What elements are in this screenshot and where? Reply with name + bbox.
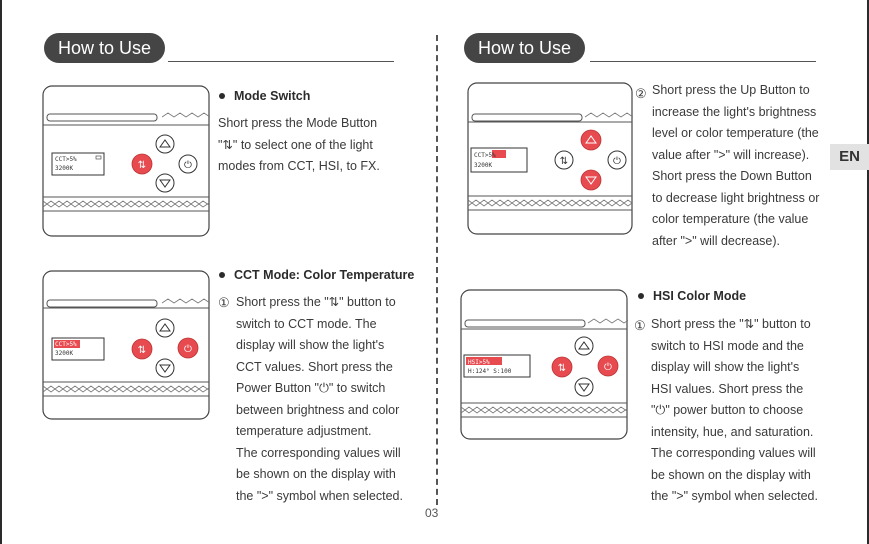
device-illustration-cct-mode: CCT>5% 3200K ⇅ ⏻ <box>42 270 210 420</box>
svg-text:⏻: ⏻ <box>184 344 192 355</box>
lcd-line-1: HSI>5% <box>468 359 490 366</box>
cct-mode-body: Short press the "⇅" button to switch to … <box>236 295 403 503</box>
mode-switch-heading: Mode Switch <box>219 89 310 103</box>
left-title-rule <box>168 61 394 62</box>
right-title-rule <box>590 61 816 62</box>
left-section-title: How to Use <box>44 33 166 63</box>
down-button-icon <box>574 377 594 397</box>
lcd-line-2: 3200K <box>55 350 73 357</box>
device-illustration-up-down: CCT>5% 3200K ⇅ ⏻ <box>467 82 633 235</box>
page-border-left <box>0 0 2 544</box>
lcd-line-1: CCT>5% <box>474 152 496 159</box>
lcd-line-2: H:124° S:100 <box>468 368 512 375</box>
hsi-mode-heading: HSI Color Mode <box>638 289 746 303</box>
svg-text:⇅: ⇅ <box>560 156 568 167</box>
lcd-line-1: CCT>5% <box>55 341 77 348</box>
device-illustration-mode-switch: CCT>5% 3200K ⇅ ⏻ <box>42 85 210 237</box>
down-button-icon <box>155 173 175 193</box>
step-marker-1: ① <box>218 295 230 310</box>
svg-text:⏻: ⏻ <box>604 362 612 373</box>
lcd-line-2: 3200K <box>474 162 492 169</box>
down-button-icon <box>580 169 602 191</box>
up-button-icon <box>580 129 602 151</box>
lcd-line-1: CCT>5% <box>55 156 77 163</box>
mode-button-icon: ⇅ <box>131 153 153 175</box>
svg-text:⏻: ⏻ <box>613 156 621 167</box>
mode-button-icon: ⇅ <box>551 356 573 378</box>
bullet-icon <box>219 92 225 99</box>
up-button-icon <box>155 134 175 154</box>
page-border-right <box>867 0 869 544</box>
mode-switch-body: Short press the Mode Button "⇅" to selec… <box>218 116 380 173</box>
column-divider <box>436 35 438 505</box>
language-tab: EN <box>830 144 869 170</box>
mode-button-icon: ⇅ <box>131 338 153 360</box>
power-button-icon: ⏻ <box>177 337 199 359</box>
lcd-display: CCT>5% 3200K <box>51 152 105 176</box>
svg-text:⇅: ⇅ <box>138 160 146 171</box>
cct-mode-heading: CCT Mode: Color Temperature <box>219 268 414 282</box>
svg-text:⏻: ⏻ <box>184 160 192 171</box>
lcd-display: HSI>5% H:124° S:100 <box>463 354 531 378</box>
power-button-icon: ⏻ <box>178 154 198 174</box>
power-button-icon: ⏻ <box>607 150 627 170</box>
step-marker-1-hsi: ① <box>634 318 646 333</box>
bullet-icon <box>219 271 225 278</box>
down-button-icon <box>155 358 175 378</box>
lcd-line-2: 3200K <box>55 165 73 172</box>
lcd-display: CCT>5% 3200K <box>470 147 528 173</box>
right-section-title: How to Use <box>464 33 586 63</box>
svg-text:⇅: ⇅ <box>138 345 146 356</box>
up-button-icon <box>574 336 594 356</box>
power-button-icon: ⏻ <box>597 355 619 377</box>
up-button-icon <box>155 318 175 338</box>
up-down-body: Short press the Up Button to increase th… <box>652 83 820 248</box>
lcd-display: CCT>5% 3200K <box>51 337 105 361</box>
device-illustration-hsi-mode: HSI>5% H:124° S:100 ⇅ ⏻ <box>460 289 628 440</box>
page-number: 03 <box>425 506 439 520</box>
step-marker-2: ② <box>635 86 647 101</box>
mode-button-icon: ⇅ <box>554 150 574 170</box>
hsi-mode-body: Short press the "⇅" button to switch to … <box>651 317 818 503</box>
svg-text:⇅: ⇅ <box>558 363 566 374</box>
bullet-icon <box>638 292 644 299</box>
